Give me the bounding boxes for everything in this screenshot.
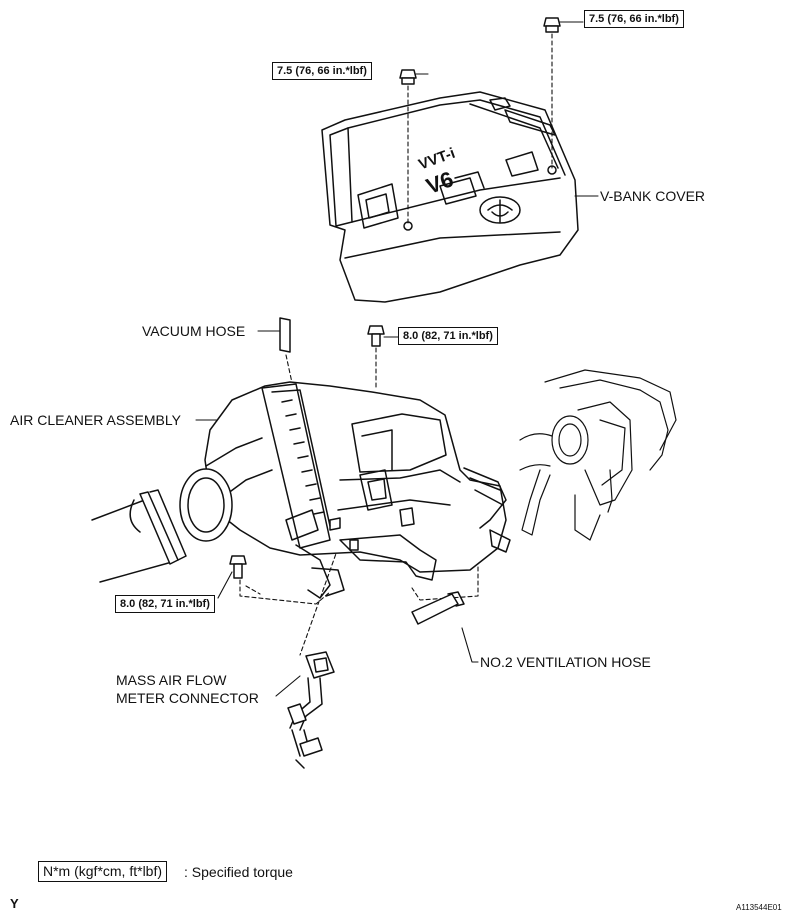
corner-letter: Y (10, 896, 19, 911)
air-cleaner-bolt-lower (229, 555, 247, 579)
legend-torque-box: N*m (kgf*cm, ft*lbf) (38, 861, 168, 882)
label-maf-connector-line2: METER CONNECTOR (116, 690, 259, 706)
cover-nuts (399, 17, 561, 85)
label-v-bank-cover: V-BANK COVER (600, 188, 706, 204)
label-maf-connector-line1: MASS AIR FLOW (116, 672, 227, 688)
v-bank-cover (321, 91, 579, 303)
figure-id: A113544E01 (736, 903, 782, 912)
label-air-cleaner-assembly: AIR CLEANER ASSEMBLY (10, 412, 181, 428)
intake-duct (91, 468, 233, 583)
throttle-body (519, 369, 677, 541)
torque-spec-air-cleaner-top: 8.0 (82, 71 in.*lbf) (398, 327, 498, 345)
label-vacuum-hose: VACUUM HOSE (142, 323, 246, 339)
ventilation-hose (411, 591, 465, 625)
torque-spec-cover-left: 7.5 (76, 66 in.*lbf) (272, 62, 372, 80)
maf-connector (287, 651, 335, 769)
torque-spec-air-cleaner-lower: 8.0 (82, 71 in.*lbf) (115, 595, 215, 613)
air-cleaner-assembly (204, 381, 511, 599)
label-no2-ventilation-hose: NO.2 VENTILATION HOSE (480, 654, 651, 670)
legend-torque-text: : Specified torque (184, 864, 293, 880)
air-cleaner-bolt-top (367, 325, 385, 347)
torque-spec-cover-right: 7.5 (76, 66 in.*lbf) (584, 10, 684, 28)
vacuum-hose (279, 317, 291, 353)
